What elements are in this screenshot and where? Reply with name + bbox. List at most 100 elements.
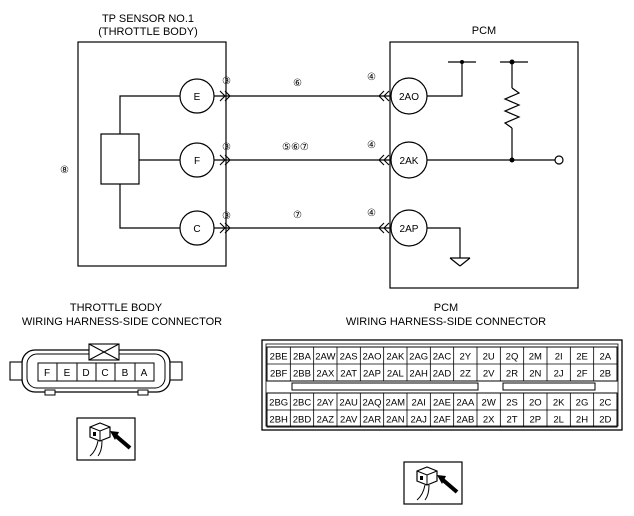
- pcm-terminal-2bf: 2BF: [270, 369, 288, 380]
- pcm-pin-2ap-label: 2AP: [400, 224, 419, 235]
- pcm-terminal-2y: 2Y: [460, 352, 472, 363]
- pcm-pin-2ak-label: 2AK: [400, 156, 419, 167]
- pcm-pin-2ao-label: 2AO: [399, 92, 419, 103]
- pcm-terminal-2ac: 2AC: [433, 352, 452, 363]
- pcm-terminal-2o: 2O: [529, 398, 542, 409]
- pcm-terminal-2ad: 2AD: [433, 369, 452, 380]
- tp-sensor-body: [77, 41, 227, 267]
- pcm-terminal-2z: 2Z: [460, 369, 471, 380]
- pcm-terminal-2ba: 2BA: [293, 352, 312, 363]
- pcm-terminal-2aw: 2AW: [315, 352, 335, 363]
- pcm-terminal-2d: 2D: [599, 415, 611, 426]
- pcm-terminal-2bg: 2BG: [269, 398, 288, 409]
- sensor-marker-c: ③: [222, 211, 231, 222]
- pcm-body: [389, 41, 579, 289]
- pcm-terminal-2al: 2AL: [387, 369, 404, 380]
- pcm-terminal-2i: 2I: [555, 352, 563, 363]
- sensor-marker-f: ③: [222, 142, 231, 153]
- pcm-terminal-2l: 2L: [553, 415, 564, 426]
- pcm-terminal-2ay: 2AY: [317, 398, 335, 409]
- pcm-terminal-2b: 2B: [600, 369, 612, 380]
- pcm-terminal-2ai: 2AI: [412, 398, 426, 409]
- pcm-connector-face: [261, 339, 623, 431]
- pcm-terminal-2v: 2V: [483, 369, 495, 380]
- throttle-connector-title-line2: WIRING HARNESS-SIDE CONNECTOR: [22, 316, 222, 328]
- sensor-marker-e: ③: [222, 76, 231, 87]
- junction-dot-top: [509, 59, 515, 65]
- sensor-element: [100, 133, 140, 185]
- pcm-terminal-2aj: 2AJ: [410, 415, 427, 426]
- pcm-connector-title-line2: WIRING HARNESS-SIDE CONNECTOR: [346, 316, 546, 328]
- pcm-terminal-2ae: 2AE: [433, 398, 451, 409]
- throttle-terminal-d: D: [82, 368, 89, 379]
- pcm-terminal-2bh: 2BH: [269, 415, 288, 426]
- throttle-terminal-a: A: [141, 368, 148, 379]
- sensor-pin-e: E: [179, 78, 215, 114]
- wire-f-marker: ⑤⑥⑦: [282, 142, 309, 153]
- pcm-terminal-2f: 2F: [576, 369, 587, 380]
- wire-f: [214, 154, 390, 166]
- pcm-terminal-2ah: 2AH: [409, 369, 428, 380]
- harness-view-icon: [76, 417, 136, 461]
- pcm-terminal-2at: 2AT: [340, 369, 357, 380]
- pcm-terminal-2u: 2U: [483, 352, 495, 363]
- body-marker: ⑧: [60, 165, 69, 176]
- pcm-terminal-2an: 2AN: [386, 415, 405, 426]
- pcm-terminal-2r: 2R: [506, 369, 518, 380]
- pcm-terminal-2ag: 2AG: [409, 352, 428, 363]
- pcm-marker-2ap: ④: [367, 208, 376, 219]
- wire-e-marker: ⑥: [293, 78, 302, 89]
- pcm-terminal-2aq: 2AQ: [362, 398, 381, 409]
- tp-sensor-title-line2: (THROTTLE BODY): [98, 26, 198, 38]
- pcm-terminal-2q: 2Q: [506, 352, 519, 363]
- pcm-terminal-2ak: 2AK: [386, 352, 405, 363]
- pcm-terminal-2ap: 2AP: [363, 369, 381, 380]
- sensor-pin-e-label: E: [194, 92, 201, 103]
- pcm-terminal-2ax: 2AX: [316, 369, 335, 380]
- pcm-terminal-2ao: 2AO: [362, 352, 381, 363]
- pcm-terminal-2n: 2N: [529, 369, 541, 380]
- pcm-terminal-2bb: 2BB: [293, 369, 311, 380]
- pcm-terminal-2s: 2S: [506, 398, 518, 409]
- pcm-pin-2ak: 2AK: [390, 141, 428, 179]
- pcm-terminal-2e: 2E: [576, 352, 588, 363]
- pcm-terminal-2w: 2W: [482, 398, 496, 409]
- pcm-terminal-2bd: 2BD: [293, 415, 312, 426]
- pcm-terminal-2bc: 2BC: [293, 398, 312, 409]
- sensor-line-c: [119, 184, 180, 229]
- pcm-terminal-2c: 2C: [599, 398, 611, 409]
- junction-dot-mid: [509, 157, 515, 163]
- sensor-pin-c-label: C: [193, 224, 200, 235]
- sensor-pin-f: F: [179, 142, 215, 178]
- throttle-terminal-f: F: [44, 368, 50, 379]
- pcm-terminal-2az: 2AZ: [317, 415, 335, 426]
- pcm-terminal-2a: 2A: [600, 352, 612, 363]
- pcm-terminal-2k: 2K: [553, 398, 565, 409]
- pcm-marker-2ao: ④: [367, 72, 376, 83]
- pcm-terminal-2h: 2H: [576, 415, 588, 426]
- pcm-marker-2ak: ④: [367, 140, 376, 151]
- pcm-title: PCM: [472, 25, 496, 37]
- throttle-terminal-c: C: [101, 368, 108, 379]
- pcm-terminal-2af: 2AF: [433, 415, 451, 426]
- sensor-pin-f-label: F: [194, 156, 200, 167]
- throttle-terminal-b: B: [122, 368, 129, 379]
- pcm-terminal-2p: 2P: [530, 415, 542, 426]
- pcm-terminal-2t: 2T: [506, 415, 517, 426]
- pcm-terminal-2m: 2M: [529, 352, 542, 363]
- sensor-line-e: [119, 95, 180, 134]
- pcm-connector-dividers: [289, 347, 595, 427]
- wire-c-marker: ⑦: [293, 210, 302, 221]
- pcm-terminal-2ar: 2AR: [363, 415, 382, 426]
- pcm-terminal-2as: 2AS: [340, 352, 358, 363]
- wire-c: [214, 222, 390, 234]
- pcm-terminal-2ab: 2AB: [456, 415, 474, 426]
- pcm-internal-circuit: [427, 61, 564, 267]
- harness-view-icon-pcm: [403, 461, 463, 505]
- pcm-pin-2ap: 2AP: [390, 209, 428, 247]
- pcm-terminal-2j: 2J: [554, 369, 564, 380]
- tp-sensor-title-line1: TP SENSOR NO.1: [102, 13, 194, 25]
- throttle-connector-face: [9, 343, 183, 396]
- pcm-terminal-2aa: 2AA: [456, 398, 475, 409]
